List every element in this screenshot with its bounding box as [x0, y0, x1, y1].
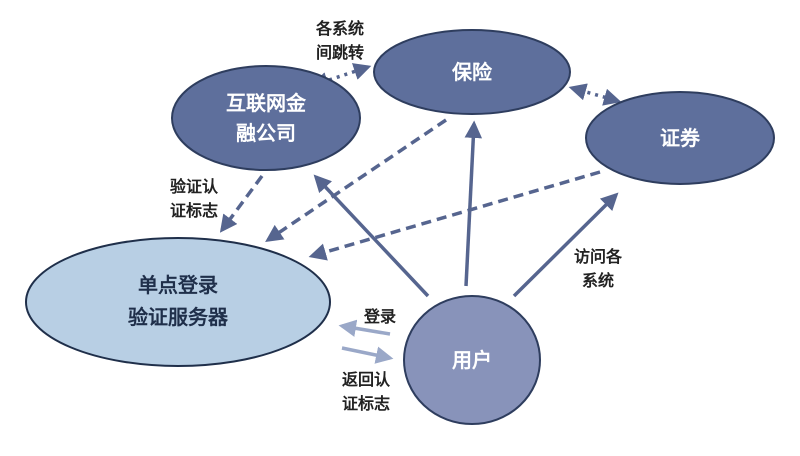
arrow-securities-to-sso [308, 170, 601, 261]
node-user [403, 295, 541, 425]
label-return-token-line2: 证标志 [342, 394, 390, 413]
label-return-token-line1: 返回认 [342, 370, 391, 389]
label-cross-system-jump-line1: 各系统 [315, 19, 364, 38]
label-access-systems-line1: 访问各 [574, 247, 623, 266]
label-verify-token-line1: 验证认 [170, 177, 219, 196]
node-sso-server-label-line2: 验证服务器 [128, 305, 229, 329]
label-cross-system-jump-line2: 间跳转 [316, 43, 364, 62]
node-internet-finance-label-line2: 融公司 [236, 121, 296, 145]
node-securities [585, 91, 775, 185]
arrow-user-to-insurance [464, 120, 483, 287]
arrow-insurance-to-sso [265, 118, 447, 242]
node-sso-server-label-line1: 单点登录 [138, 273, 218, 297]
node-sso-server [25, 237, 331, 367]
node-insurance-label: 保险 [451, 60, 493, 84]
arrow-user-to-internet-finance [313, 174, 430, 298]
arrow-login [338, 319, 391, 337]
label-login: 登录 [363, 307, 396, 326]
node-internet-finance [171, 65, 361, 171]
arrow-user-to-securities [512, 192, 619, 298]
node-securities-label: 证券 [660, 126, 701, 150]
node-insurance [373, 29, 571, 115]
node-user-label: 用户 [452, 348, 492, 372]
arrow-insurance-securities [568, 83, 622, 106]
label-access-systems-line2: 系统 [582, 271, 614, 290]
node-internet-finance-label-line1: 互联网金 [226, 91, 307, 115]
label-verify-token-line2: 证标志 [170, 201, 218, 220]
arrow-return-token [341, 346, 394, 364]
arrow-internet-finance-to-sso [219, 174, 264, 233]
